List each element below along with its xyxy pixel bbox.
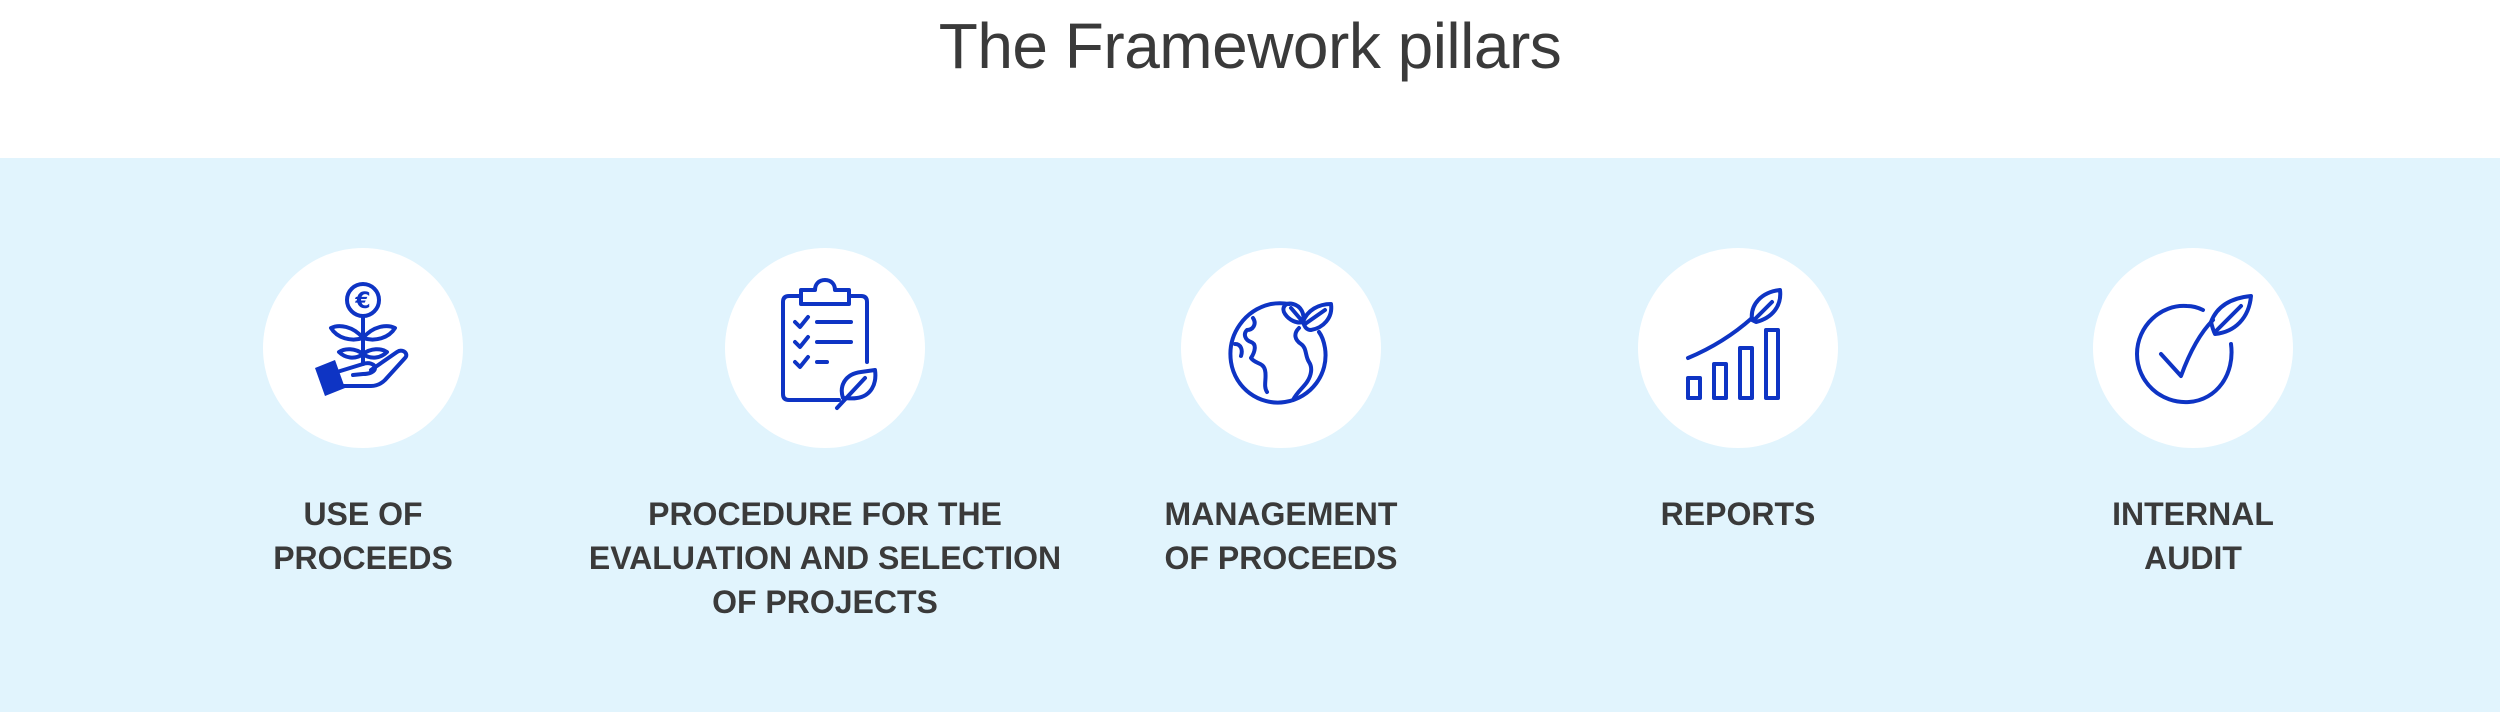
header: The Framework pillars (0, 0, 2500, 158)
pillar-reports: REPORTS (1478, 248, 1998, 536)
pillar-icon-circle (725, 248, 925, 448)
pillar-icon-circle: € (263, 248, 463, 448)
pillar-label: REPORTS (1660, 496, 1816, 532)
pillar-icon-circle (2093, 248, 2293, 448)
pillar-use-of-proceeds: € USE OF PROCEEDS (103, 248, 623, 580)
pillar-label: PROCEDURE FOR THE EVALUATION AND SELECTI… (588, 496, 1062, 620)
pillar-icon-circle (1181, 248, 1381, 448)
pillar-label: INTERNAL AUDIT (2112, 496, 2274, 576)
pillar-label: USE OF PROCEEDS (273, 496, 453, 576)
pillar-icon-circle (1638, 248, 1838, 448)
growth-chart-leaf-icon (1686, 288, 1783, 400)
page-title: The Framework pillars (938, 10, 1562, 82)
pillars-section: € USE OF PROCEEDS (0, 158, 2500, 712)
pillar-internal-audit: INTERNAL AUDIT (1933, 248, 2453, 580)
check-leaf-circle-icon (2135, 294, 2253, 405)
pillar-label: MANAGEMENT OF PROCEEDS (1164, 496, 1398, 576)
pillar-management-of-proceeds: MANAGEMENT OF PROCEEDS (1021, 248, 1541, 580)
plant-euro-hand-icon: € (315, 282, 409, 396)
globe-leaves-icon (1228, 301, 1334, 405)
svg-text:€: € (354, 289, 370, 314)
clipboard-checklist-leaf-icon (781, 278, 878, 410)
pillar-procedure-evaluation-selection: PROCEDURE FOR THE EVALUATION AND SELECTI… (565, 248, 1085, 624)
